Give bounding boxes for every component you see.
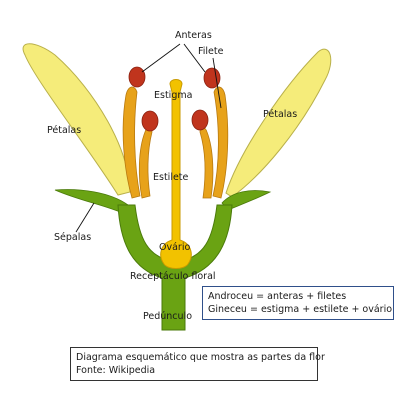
caption-line-2: Fonte: Wikipedia (76, 365, 156, 376)
right-petal (225, 48, 332, 198)
label-petalas-left: Pétalas (47, 125, 81, 136)
leader-sepalas (75, 202, 95, 233)
label-sepalas: Sépalas (54, 232, 91, 243)
caption-box: Diagrama esquemático que mostra as parte… (70, 347, 325, 381)
caption-line-1: Diagrama esquemático que mostra as parte… (76, 352, 325, 363)
anther-outer-right (203, 67, 221, 89)
label-estilete: Estilete (153, 172, 189, 183)
pistil (160, 79, 192, 269)
leader-filete (212, 57, 222, 109)
filament-inner-right (199, 127, 214, 199)
label-ovario: Ovário (159, 242, 190, 253)
legend-box: Androceu = anteras + filetes Gineceu = e… (202, 286, 394, 320)
anther-inner-right (191, 109, 209, 131)
label-estigma: Estigma (154, 90, 192, 101)
label-receptaculo: Receptáculo floral (130, 271, 216, 282)
filament-outer-left (122, 86, 141, 199)
label-filete: Filete (198, 46, 224, 57)
leader-anteras-right (183, 43, 206, 73)
legend-gineceu: Gineceu = estigma + estilete + ovário (208, 304, 393, 315)
anther-outer-left (128, 66, 146, 88)
left-petal (22, 43, 131, 196)
anther-inner-left (141, 110, 159, 132)
label-anteras: Anteras (175, 30, 212, 41)
label-petalas-right: Pétalas (263, 109, 297, 120)
leader-anteras-left (141, 43, 181, 73)
legend-androceu: Androceu = anteras + filetes (208, 291, 347, 302)
label-pedunculo: Pedúnculo (143, 311, 192, 322)
filament-inner-left (138, 127, 153, 199)
filament-outer-right (212, 86, 229, 199)
